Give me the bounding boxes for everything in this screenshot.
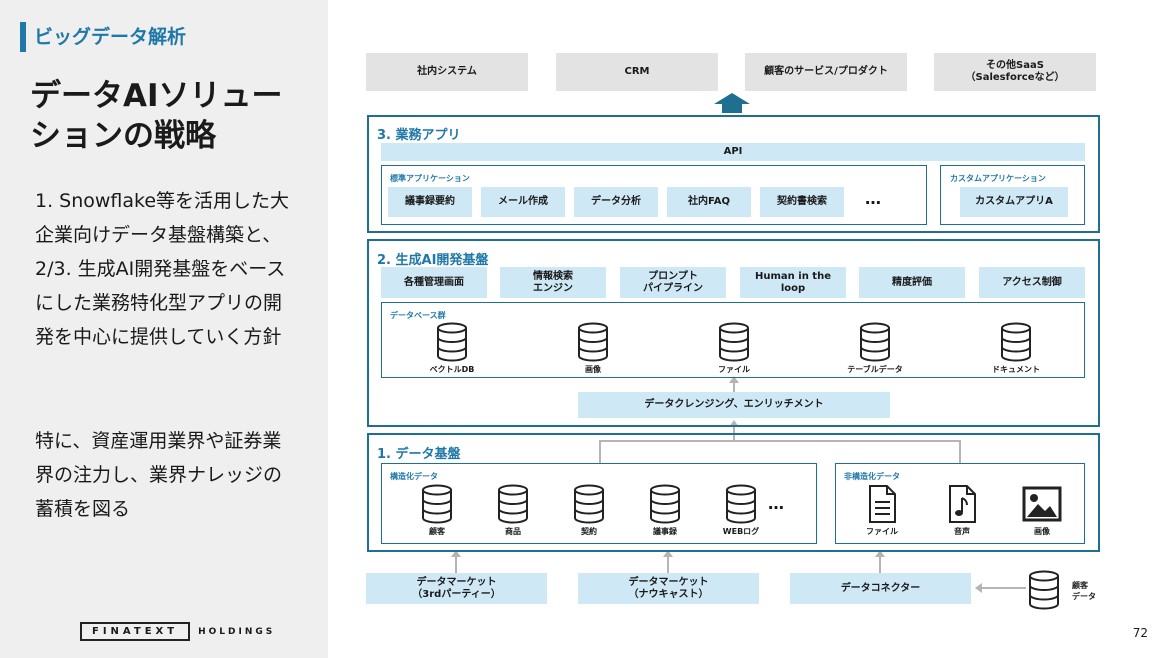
db-file: ファイル <box>689 322 779 375</box>
source-data-market-3rd-party: データマーケット （3rdパーティー） <box>366 573 547 604</box>
target-customer-service: 顧客のサービス/プロダクト <box>745 53 907 91</box>
customer-data-source <box>1014 570 1074 610</box>
db-label: 画像 <box>585 365 601 374</box>
struct-customer: 顧客 <box>392 484 482 537</box>
app-custom-a: カスタムアプリA <box>960 187 1068 217</box>
image-label: 画像 <box>1034 527 1050 536</box>
db-label: ベクトルDB <box>429 365 475 374</box>
db-vector: ベクトルDB <box>407 322 497 375</box>
feature-access-control: アクセス制御 <box>979 267 1085 298</box>
db-label: ファイル <box>718 365 750 374</box>
description-focus: 特に、資産運用業界や証券業界の注力し、業界ナレッジの蓄積を図る <box>35 430 283 520</box>
database-icon <box>1029 570 1059 610</box>
db-label: 顧客 <box>429 527 445 536</box>
unstruct-audio: 音声 <box>917 484 1007 537</box>
database-icon <box>1001 322 1031 362</box>
unstructured-data-frame <box>835 463 1085 544</box>
db-image: 画像 <box>548 322 638 375</box>
db-table: テーブルデータ <box>830 322 920 375</box>
unstructured-data-title: 非構造化データ <box>844 472 900 481</box>
audio-label: 音声 <box>954 527 970 536</box>
database-icon <box>578 322 608 362</box>
up-arrow-top <box>714 93 750 113</box>
database-icon <box>650 484 680 524</box>
page-title: データAIソリューションの戦略 <box>30 78 283 154</box>
company-logo: FINATEXT HOLDINGS <box>80 622 275 641</box>
left-panel: ビッグデータ解析 データAIソリューションの戦略 1. Snowflake等を活… <box>0 0 328 658</box>
db-document: ドキュメント <box>971 322 1061 375</box>
section-tag: ビッグデータ解析 <box>20 22 186 52</box>
description-strategy: 1. Snowflake等を活用した大企業向けデータ基盤構築と、2/3. 生成A… <box>35 190 290 348</box>
logo-sub: HOLDINGS <box>198 626 276 637</box>
app-data-analysis: データ分析 <box>574 187 658 217</box>
app-contract-search: 契約書検索 <box>760 187 844 217</box>
unstruct-image: 画像 <box>997 484 1087 537</box>
source-data-market-nowcast: データマーケット （ナウキャスト） <box>578 573 759 604</box>
layer2-title: 2. 生成AI開発基盤 <box>377 253 489 268</box>
database-icon <box>726 484 756 524</box>
db-label: WEBログ <box>722 527 760 536</box>
customer-data-label: 顧客 データ <box>1072 581 1096 601</box>
database-group-title: データベース群 <box>390 311 446 320</box>
target-crm: CRM <box>556 53 718 91</box>
db-label: ドキュメント <box>992 365 1040 374</box>
database-icon <box>574 484 604 524</box>
database-group-frame <box>381 302 1085 378</box>
data-cleansing-bar: データクレンジング、エンリッチメント <box>578 392 890 418</box>
custom-apps-title: カスタムアプリケーション <box>950 174 1046 183</box>
page-number: 72 <box>1132 626 1148 640</box>
feature-search-engine: 情報検索 エンジン <box>500 267 606 298</box>
structured-data-frame <box>381 463 817 544</box>
layer3-title: 3. 業務アプリ <box>377 128 461 143</box>
db-label: 契約 <box>581 527 597 536</box>
document-icon <box>869 485 896 523</box>
database-icon <box>422 484 452 524</box>
db-label: 商品 <box>505 527 521 536</box>
image-icon <box>1022 486 1062 522</box>
layer1-frame <box>367 433 1100 552</box>
app-email-writing: メール作成 <box>481 187 565 217</box>
struct-web-log: WEBログ <box>696 484 786 537</box>
file-label: ファイル <box>866 527 898 536</box>
feature-prompt-pipeline: プロンプト パイプライン <box>620 267 726 298</box>
structured-data-title: 構造化データ <box>390 472 438 481</box>
database-icon <box>860 322 890 362</box>
more-apps-ellipsis: … <box>865 189 883 208</box>
api-bar: API <box>381 143 1085 161</box>
struct-product: 商品 <box>468 484 558 537</box>
custom-apps-frame <box>940 165 1085 225</box>
struct-minutes: 議事録 <box>620 484 710 537</box>
db-label: 議事録 <box>653 527 677 536</box>
struct-contract: 契約 <box>544 484 634 537</box>
target-other-saas: その他SaaS （Salesforceなど） <box>934 53 1096 91</box>
database-icon <box>719 322 749 362</box>
layer1-title: 1. データ基盤 <box>377 447 461 462</box>
feature-human-in-the-loop: Human in the loop <box>740 267 846 298</box>
layer3-frame <box>367 115 1100 233</box>
source-data-connector: データコネクター <box>790 573 971 604</box>
standard-apps-title: 標準アプリケーション <box>390 174 470 183</box>
logo-main: FINATEXT <box>80 622 191 641</box>
target-internal-system: 社内システム <box>366 53 528 91</box>
feature-accuracy-eval: 精度評価 <box>859 267 965 298</box>
more-structured-ellipsis: … <box>768 494 786 513</box>
db-label: テーブルデータ <box>847 365 903 374</box>
standard-apps-frame <box>381 165 927 225</box>
layer2-frame <box>367 239 1100 427</box>
app-internal-faq: 社内FAQ <box>667 187 751 217</box>
feature-admin-screens: 各種管理画面 <box>381 267 487 298</box>
audio-file-icon <box>949 485 976 523</box>
unstruct-file: ファイル <box>837 484 927 537</box>
database-icon <box>498 484 528 524</box>
app-minutes-summary: 議事録要約 <box>388 187 472 217</box>
database-icon <box>437 322 467 362</box>
